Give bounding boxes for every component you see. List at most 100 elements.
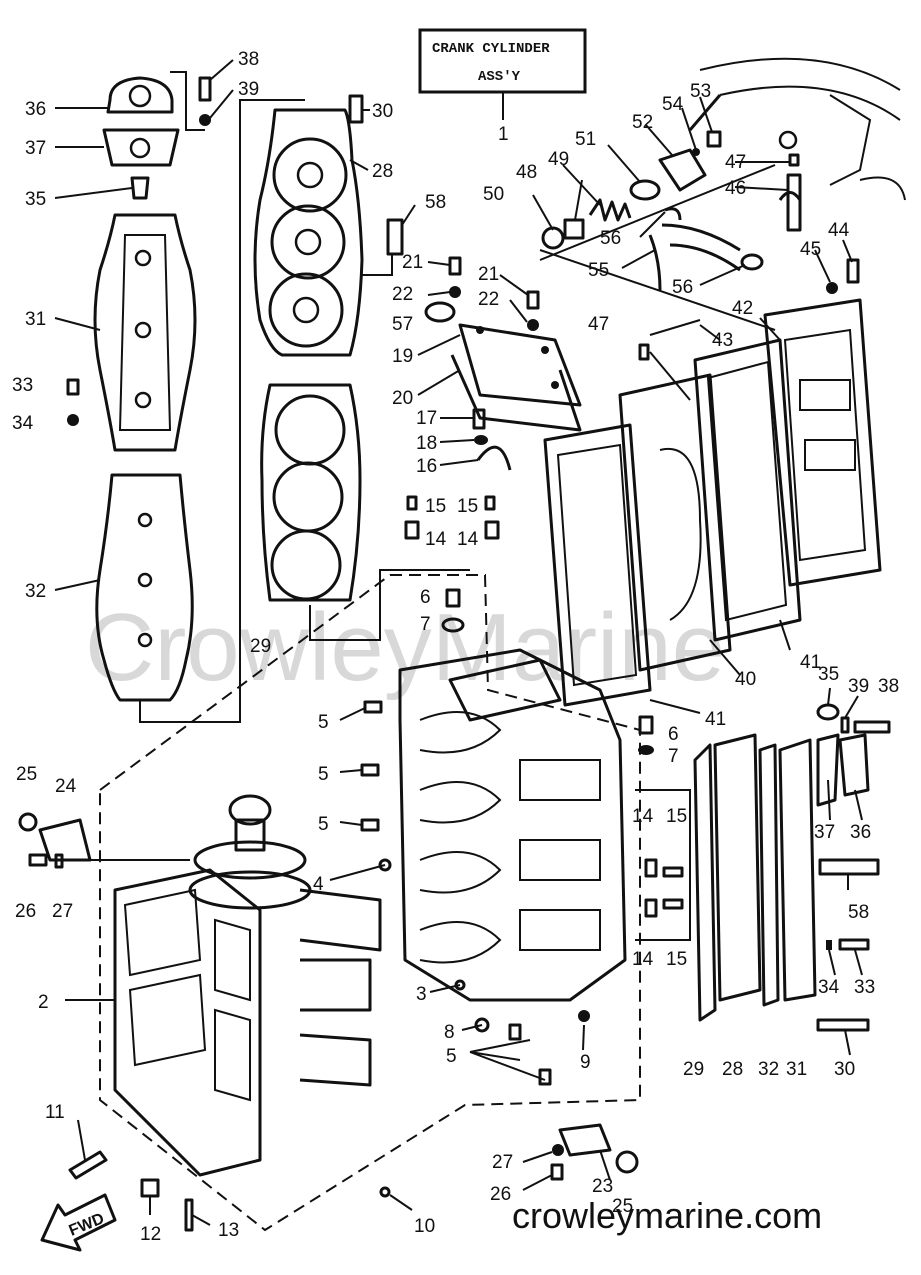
callout-16: 16 — [416, 456, 437, 477]
callout-23: 23 — [592, 1176, 613, 1197]
callout-labels: 38 39 36 37 35 31 33 34 32 30 28 58 21 2… — [12, 49, 899, 1245]
callout-8: 8 — [444, 1022, 455, 1043]
callout-33: 33 — [12, 375, 33, 396]
gasket-32b — [758, 743, 780, 1007]
callout-42: 42 — [732, 298, 753, 319]
callout-11: 11 — [45, 1102, 65, 1123]
bolt-30a — [348, 94, 364, 124]
pin-39b — [840, 716, 850, 734]
washer-18 — [474, 435, 488, 445]
callout-56a: 56 — [600, 228, 621, 249]
callout-20: 20 — [392, 388, 413, 409]
callout-39: 39 — [238, 79, 259, 100]
callout-51: 51 — [575, 129, 596, 150]
callout-14d: 14 — [632, 949, 654, 970]
ref-line-48 — [539, 164, 776, 261]
sensor-58b — [818, 858, 880, 876]
callout-27a: 27 — [52, 901, 73, 922]
callout-21a: 21 — [402, 252, 423, 273]
exhaust-outlet-36 — [106, 76, 174, 114]
callout-18: 18 — [416, 433, 437, 454]
callout-52: 52 — [632, 112, 653, 133]
callout-1: 1 — [498, 124, 509, 145]
callout-6b: 6 — [668, 724, 679, 745]
callout-41a: 41 — [800, 652, 821, 673]
callout-26a: 26 — [15, 901, 36, 922]
bolt-44 — [846, 258, 860, 284]
callout-35b: 35 — [818, 664, 839, 685]
plug-35b — [816, 703, 840, 721]
bolt-38b — [853, 720, 891, 734]
cap-25a — [18, 812, 38, 832]
callout-7b: 7 — [668, 746, 679, 767]
washer-7b — [638, 745, 654, 755]
callout-6a: 6 — [420, 587, 431, 608]
cover-42 — [763, 298, 882, 587]
cover-40 — [618, 373, 732, 672]
callout-28: 28 — [372, 161, 393, 182]
title-line-1: CRANK CYLINDER — [432, 41, 550, 57]
callout-34: 34 — [12, 413, 34, 434]
callout-29: 29 — [250, 636, 271, 657]
exhaust-cover-31 — [93, 213, 197, 452]
hose-16 — [476, 445, 512, 471]
anode-14a — [404, 520, 420, 540]
callout-47a: 47 — [725, 152, 746, 173]
assembly-title-box: CRANK CYLINDER ASS'Y — [418, 28, 587, 120]
bolt-12 — [140, 1178, 160, 1198]
bolt-6b — [638, 715, 654, 735]
callout-9: 9 — [580, 1052, 591, 1073]
callout-40: 40 — [735, 669, 756, 690]
callout-15b: 15 — [457, 496, 478, 517]
callout-44: 44 — [828, 220, 850, 241]
pin-47b — [638, 343, 650, 361]
callout-5d: 5 — [446, 1046, 457, 1067]
callout-54: 54 — [662, 94, 684, 115]
bolt-33 — [66, 378, 80, 396]
callout-35: 35 — [25, 189, 46, 210]
callout-22b: 22 — [478, 289, 499, 310]
gasket-37 — [102, 128, 180, 167]
plug-5b — [360, 763, 380, 777]
washer-34 — [67, 414, 79, 426]
fwd-arrow: FWD — [40, 1193, 117, 1252]
cap-25b — [615, 1150, 639, 1174]
plug-9 — [578, 1010, 590, 1022]
leader-lines — [54, 59, 863, 1226]
callout-43: 43 — [712, 330, 733, 351]
cylinder-head-28b — [713, 733, 762, 1002]
callout-27b: 27 — [492, 1152, 513, 1173]
callout-41b: 41 — [705, 709, 726, 730]
callout-2: 2 — [38, 992, 49, 1013]
callout-30: 30 — [372, 101, 393, 122]
pin-13 — [184, 1198, 194, 1232]
hose-55 — [648, 223, 741, 291]
plug-5d — [508, 1023, 552, 1086]
cylinder-block-1 — [398, 648, 627, 1002]
callout-15c: 15 — [666, 806, 687, 827]
anode-14b — [484, 520, 500, 540]
exhaust-outlet-36b — [838, 733, 870, 797]
bolt-30b — [816, 1018, 870, 1032]
callout-58b: 58 — [848, 902, 869, 923]
callout-14a: 14 — [425, 529, 447, 550]
sensor-58a — [386, 218, 404, 256]
callout-34b: 34 — [818, 977, 840, 998]
callout-3: 3 — [416, 984, 427, 1005]
callout-19: 19 — [392, 346, 413, 367]
callout-28b: 28 — [722, 1059, 743, 1080]
callout-5b: 5 — [318, 764, 329, 785]
fitting-48 — [563, 218, 585, 240]
ref-line-58 — [360, 255, 393, 276]
callout-15d: 15 — [666, 949, 687, 970]
callout-49: 49 — [548, 149, 569, 170]
bolt-38 — [198, 76, 212, 102]
bolt-21a — [448, 256, 462, 276]
callout-39b: 39 — [848, 676, 869, 697]
dowel-43 — [649, 319, 701, 336]
callout-50: 50 — [483, 184, 504, 205]
cover-52 — [658, 148, 707, 192]
callout-57: 57 — [392, 314, 413, 335]
washer-7a — [441, 617, 465, 633]
